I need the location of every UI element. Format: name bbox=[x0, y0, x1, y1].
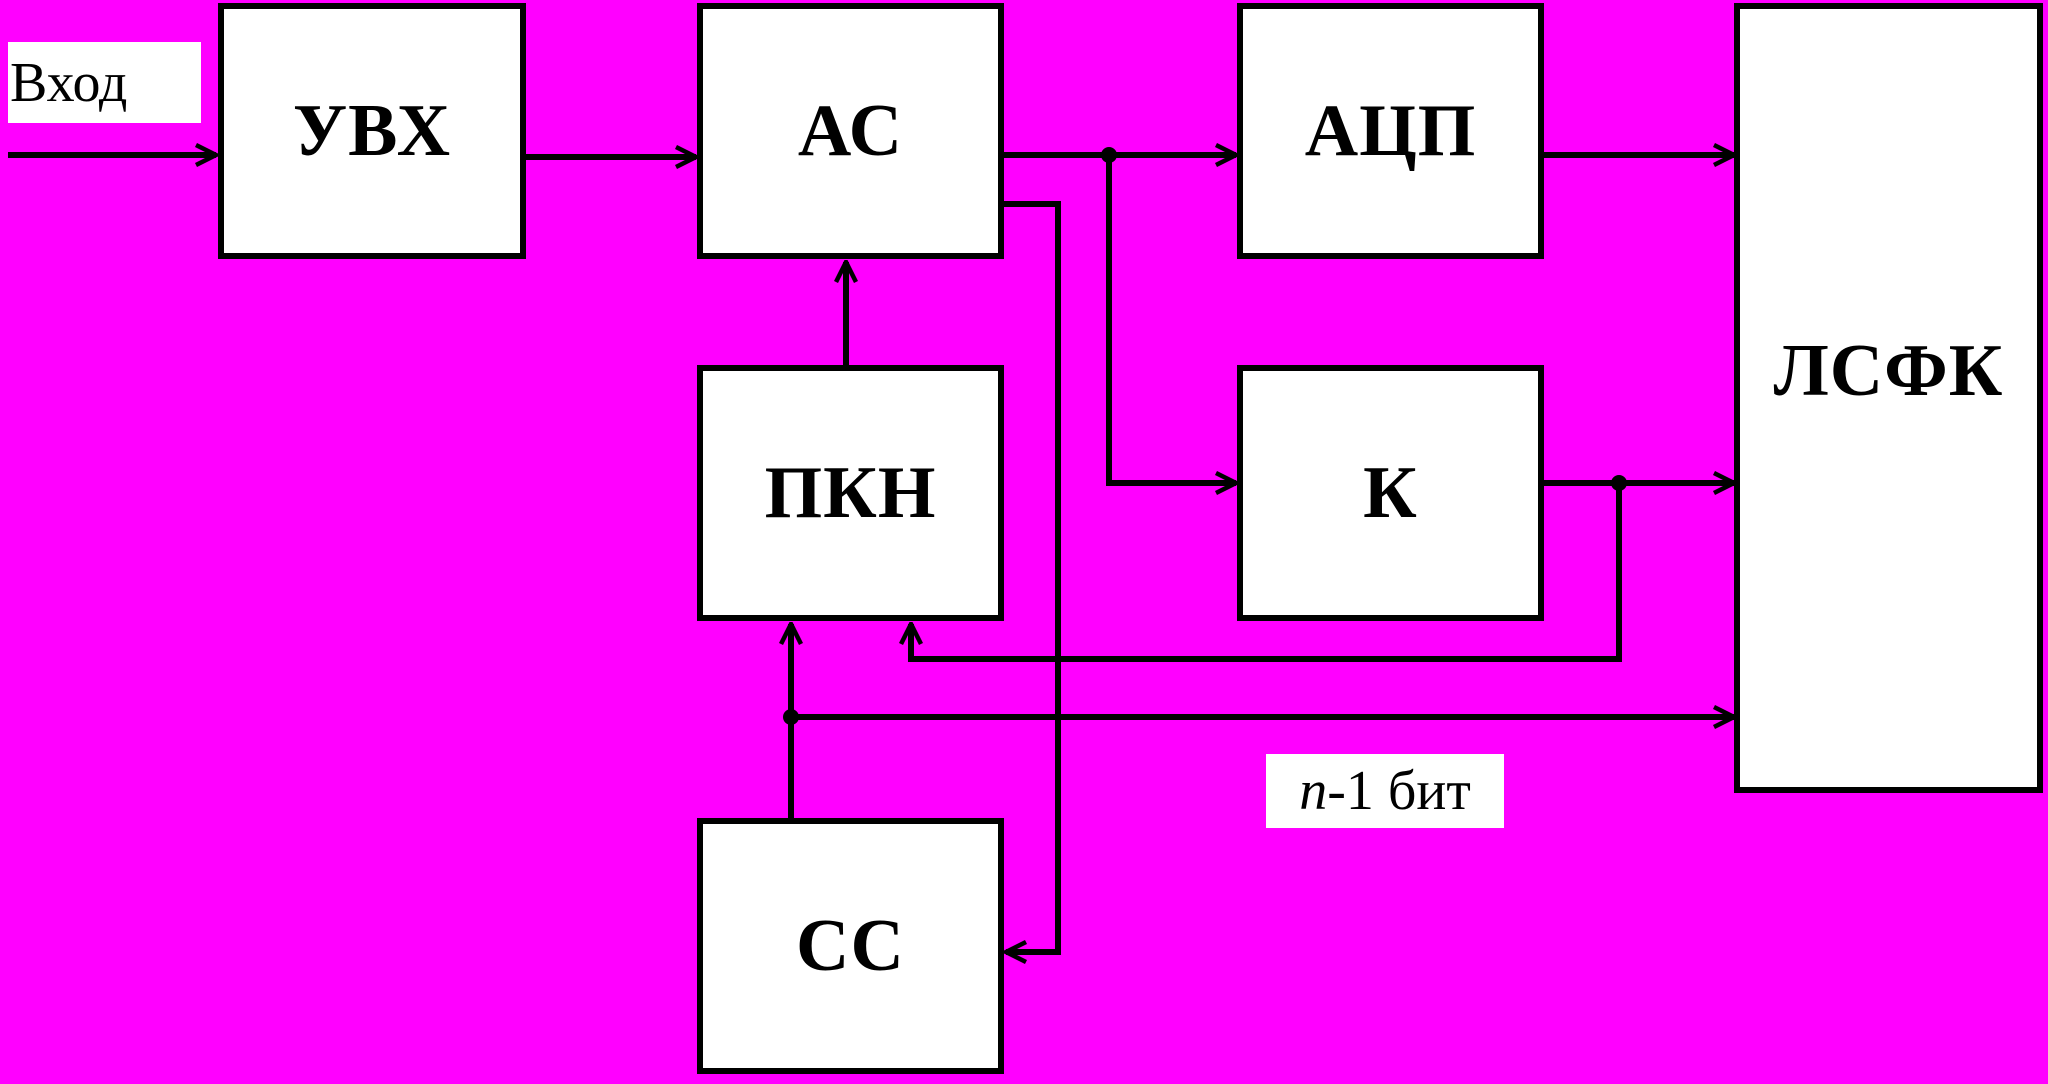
wire-branch-k bbox=[1106, 155, 1236, 483]
junction-ss-bus bbox=[783, 709, 799, 725]
block-uvh: УВХ bbox=[218, 3, 526, 259]
bit-width-variable: n bbox=[1299, 760, 1328, 822]
block-ss: СС bbox=[697, 818, 1004, 1074]
wire-as-ss bbox=[1004, 201, 1061, 952]
block-acp-label: АЦП bbox=[1304, 89, 1477, 172]
block-k-label: К bbox=[1363, 451, 1418, 534]
block-lsfk-label: ЛСФК bbox=[1773, 330, 2004, 412]
block-pkn: ПКН bbox=[697, 365, 1004, 621]
input-label: Вход bbox=[8, 42, 201, 123]
bit-width-suffix: -1 бит bbox=[1327, 760, 1471, 822]
bit-width-label: n-1 бит bbox=[1266, 754, 1504, 828]
block-as: АС bbox=[697, 3, 1004, 259]
junction-as-out bbox=[1101, 147, 1117, 163]
block-pkn-label: ПКН bbox=[764, 451, 937, 534]
junction-k-out bbox=[1611, 475, 1627, 491]
block-lsfk: ЛСФК bbox=[1734, 3, 2043, 793]
block-as-label: АС bbox=[797, 89, 904, 172]
block-k: К bbox=[1237, 365, 1544, 621]
wire-k-feedback-pkn bbox=[911, 483, 1622, 662]
block-uvh-label: УВХ bbox=[292, 89, 452, 172]
block-acp: АЦП bbox=[1237, 3, 1544, 259]
block-ss-label: СС bbox=[796, 904, 905, 987]
